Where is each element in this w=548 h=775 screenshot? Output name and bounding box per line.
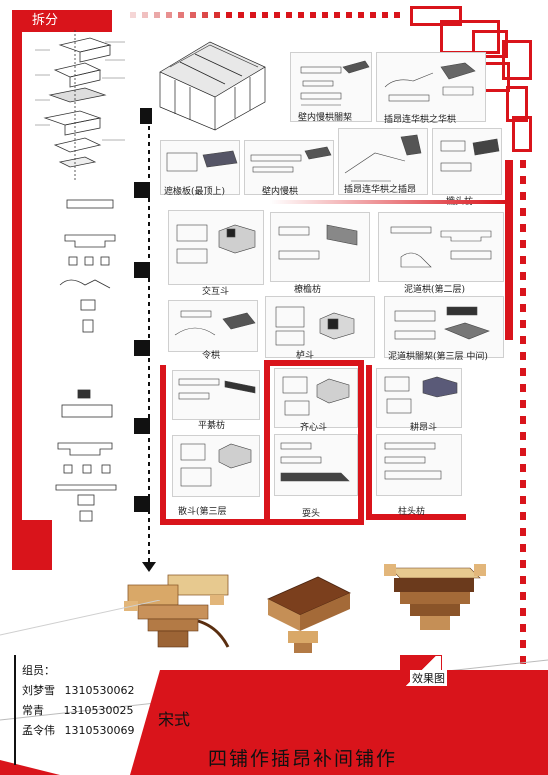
label-panel-a: 壁内慢栱闇栔: [298, 113, 353, 123]
row4-b-box: [274, 368, 358, 428]
panel-a: [290, 52, 372, 122]
section-tag: 拆分: [22, 10, 112, 32]
label-panel-d: 壁内慢栱: [262, 187, 299, 197]
flow-marker-1: [140, 108, 152, 124]
team-member-1: 刘梦雪 1310530062: [22, 682, 135, 698]
label-row2-a: 交互斗: [202, 287, 230, 297]
team-member-3: 孟令伟 1310530069: [22, 722, 135, 738]
row4-c-box: [376, 368, 462, 428]
label-panel-c: 遮椽板(最顶上): [164, 187, 226, 197]
panel-red-divider: [270, 200, 506, 204]
red-frame-left: [160, 365, 264, 525]
label-panel-e: 插昂连华栱之插昂: [344, 185, 417, 195]
member-id: 1310530069: [64, 724, 135, 737]
flow-marker-5: [134, 418, 150, 434]
panel-f: [432, 128, 502, 195]
team-member-2: 常青 1310530025: [22, 702, 134, 718]
member-name: 孟令伟: [22, 724, 55, 737]
row3-b-box: [265, 296, 375, 358]
team-box: [14, 655, 154, 765]
panel-c: [160, 140, 240, 195]
red-frame-middle: [264, 360, 364, 525]
exploded-view-bottom: [55, 389, 117, 522]
render-middle: [267, 576, 351, 653]
panel-b: [376, 52, 486, 122]
flow-marker-6: [134, 496, 150, 512]
flow-marker-4: [134, 340, 150, 356]
row3-a-box: [168, 300, 258, 352]
label-row4-b: 齐心斗: [300, 423, 328, 433]
label-row2-b: 橑檐枋: [294, 285, 322, 295]
panel-e: [338, 128, 428, 195]
label-row3-c: 泥道栱闇栔(第三层 中间): [388, 352, 488, 362]
panel-d: [244, 140, 334, 195]
row2-a-box: [168, 210, 264, 285]
row5-b-box: [274, 434, 358, 496]
exploded-view-top: [35, 30, 125, 180]
member-name: 刘梦雪: [22, 684, 55, 697]
row5-a-box: [172, 435, 260, 497]
building-axonometric: [159, 41, 266, 131]
member-name: 常青: [22, 704, 44, 717]
flow-marker-2: [134, 182, 150, 198]
label-panel-b: 插昂连华栱之华栱: [384, 115, 457, 125]
flow-arrowhead: [142, 562, 156, 572]
label-row4-a: 平綦枋: [198, 421, 226, 431]
label-row5-c: 柱头枋: [398, 507, 426, 517]
member-id: 1310530025: [63, 704, 134, 717]
row2-c-box: [378, 212, 504, 282]
red-frame-right: [366, 365, 466, 520]
exploded-view-middle: [59, 199, 116, 333]
left-red-block: [12, 520, 52, 570]
effect-label: 效果图: [410, 670, 447, 686]
team-heading: 组员：: [22, 664, 55, 677]
label-row5-a: 散斗(第三层: [178, 507, 227, 517]
render-left: [124, 574, 230, 648]
top-pixel-strip: [130, 12, 410, 18]
row2-b-box: [270, 212, 370, 282]
dynasty-label: 宋式: [158, 710, 191, 729]
right-red-bar: [505, 160, 513, 340]
row4-a-box: [172, 370, 260, 420]
right-dash-strip: [520, 160, 526, 680]
label-row4-c: 耕昂斗: [410, 423, 438, 433]
label-row2-c: 泥道栱(第二层): [404, 285, 466, 295]
member-id: 1310530062: [64, 684, 135, 697]
row5-c-box: [376, 434, 462, 496]
page-title: 四铺作插昂补间铺作: [208, 748, 398, 770]
row3-c-box: [384, 296, 504, 358]
label-row3-a: 令栱: [202, 351, 221, 361]
flow-marker-3: [134, 262, 150, 278]
render-right: [384, 564, 486, 630]
label-row3-b: 栌斗: [296, 351, 315, 361]
label-row5-b: 耍头: [302, 509, 321, 519]
left-red-bar: [12, 10, 22, 570]
